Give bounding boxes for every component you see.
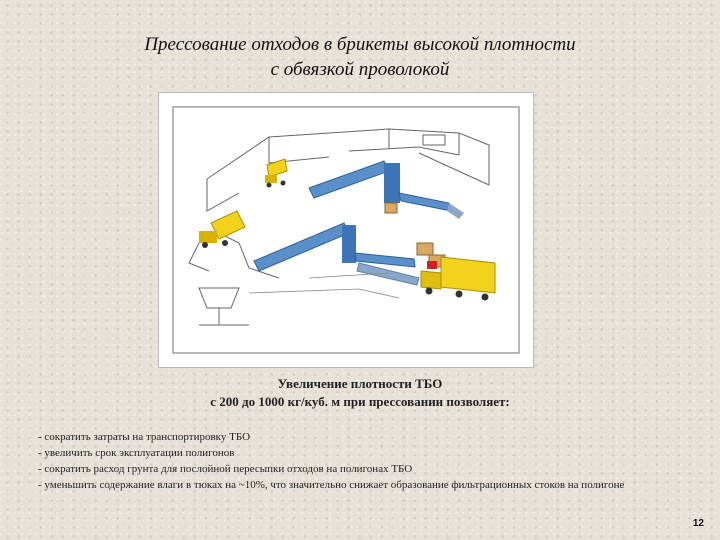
subtitle: Увеличение плотности ТБО с 200 до 1000 к… [0, 375, 720, 411]
slide-title: Прессование отходов в брикеты высокой пл… [0, 32, 720, 82]
list-item: - сократить расход грунта для послойной … [38, 463, 413, 475]
tipper-truck-lower [199, 210, 246, 248]
building-outline [188, 128, 490, 279]
transport-truck [420, 256, 496, 301]
plant-illustration [158, 92, 534, 368]
hopper [198, 287, 249, 326]
subtitle-line-1: Увеличение плотности ТБО [277, 376, 443, 391]
list-item: - увеличить срок эксплуатации полигонов [38, 447, 235, 459]
upper-conveyor [308, 160, 464, 219]
subtitle-line-2: с 200 до 1000 кг/куб. м при прессовании … [210, 394, 510, 409]
tipper-truck-upper [265, 158, 288, 188]
title-line-1: Прессование отходов в брикеты высокой пл… [144, 34, 576, 55]
ground-lines [248, 272, 400, 299]
plant-diagram [172, 106, 520, 354]
page-number: 12 [692, 518, 704, 529]
title-line-2: с обвязкой проволокой [270, 59, 450, 80]
list-item: - уменьшить содержание влаги в тюках на … [38, 479, 625, 491]
lower-conveyor [253, 222, 420, 286]
benefits-list: - сократить затраты на транспортировку Т… [38, 429, 688, 493]
list-item: - сократить затраты на транспортировку Т… [38, 431, 251, 443]
